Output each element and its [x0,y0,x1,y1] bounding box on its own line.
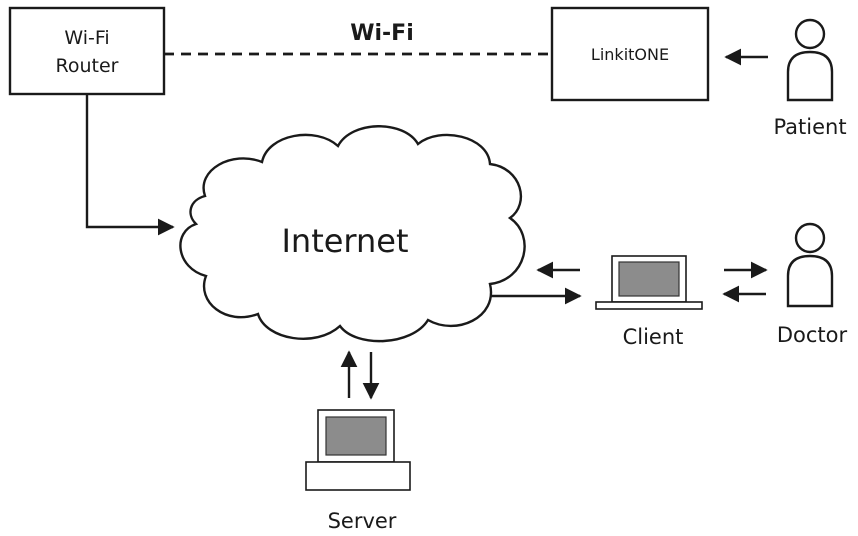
wifi-router-node: Wi-Fi Router [8,6,166,96]
linkitone-node: LinkitONE [550,6,710,102]
doctor-head [794,222,826,254]
client-label: Client [623,325,684,349]
patient-body [786,50,834,102]
doctor-label: Doctor [777,323,848,347]
server-computer-icon [305,409,411,491]
doctor-figure: Doctor [777,222,848,347]
patient-head [794,18,826,50]
server-base-unit [305,461,411,491]
wifi-link-label: Wi-Fi [350,21,414,46]
internet-label: Internet [281,222,408,260]
linkitone-label: LinkitONE [591,45,669,64]
client-keyboard-base [595,301,703,310]
internet-cloud: Internet [179,125,526,343]
patient-figure: Patient [773,18,847,139]
wifi-router-label-line1: Wi-Fi [64,27,109,49]
wifi-router-box [8,6,166,96]
cloud-shape [179,125,526,343]
linkitone-box [550,6,710,102]
client-screen [618,261,680,297]
doctor-body [786,254,834,308]
server-label: Server [328,509,397,533]
router-to-internet-arrow [85,94,175,236]
wifi-router-label-line2: Router [56,55,119,77]
client-laptop-icon [595,255,703,310]
patient-label: Patient [773,115,846,139]
server-screen [325,416,387,456]
